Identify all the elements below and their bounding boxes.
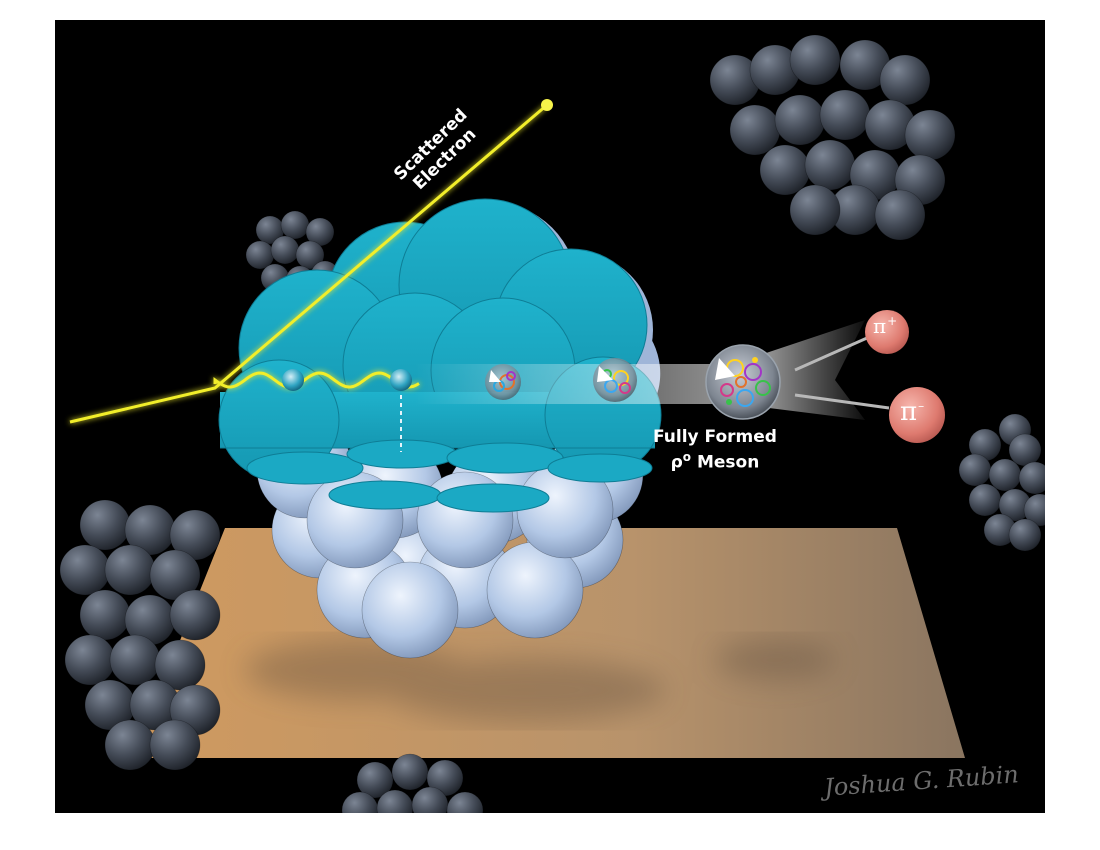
- dark-nucleon: [1008, 433, 1042, 467]
- dark-nucleon: [446, 791, 484, 813]
- rho-meson: [705, 344, 781, 420]
- dark-nucleon: [64, 634, 116, 686]
- dark-nucleon: [79, 589, 131, 641]
- dark-nucleon: [295, 240, 325, 270]
- dark-nucleon: [1018, 461, 1045, 495]
- nucleus-scene: [59, 34, 1045, 813]
- dark-nucleon: [789, 34, 841, 86]
- dark-nucleon: [1023, 493, 1045, 527]
- meson-word: Meson: [696, 452, 760, 473]
- dark-nucleon: [804, 139, 856, 191]
- pion-minus-track: [794, 393, 890, 410]
- dark-nucleon: [104, 719, 156, 771]
- dark-nucleon: [988, 458, 1022, 492]
- hadron-precursor: [390, 369, 412, 391]
- dark-nucleon: [968, 483, 1002, 517]
- dark-nucleon: [819, 89, 871, 141]
- dark-nucleon: [1008, 518, 1042, 552]
- pion-plus-track: [794, 336, 868, 372]
- pion-plus: [865, 310, 909, 354]
- dark-nucleon: [169, 589, 221, 641]
- dark-nucleon: [759, 144, 811, 196]
- electron-path: [69, 99, 553, 424]
- pion-plus-label: π+: [873, 314, 897, 338]
- dark-nucleon: [774, 94, 826, 146]
- dark-nucleon: [280, 210, 310, 240]
- dark-nucleon: [356, 761, 394, 799]
- electron-dot: [541, 99, 553, 111]
- dark-nucleon: [109, 634, 161, 686]
- dark-nucleon: [729, 104, 781, 156]
- pale-nucleon: [361, 561, 459, 659]
- pion-minus-charge: –: [918, 399, 925, 414]
- pion-minus-label: π–: [900, 397, 924, 427]
- dark-nucleon: [104, 544, 156, 596]
- forming-hadron-2: [593, 358, 637, 402]
- forming-hadron-1: [485, 364, 521, 400]
- dark-nucleon: [79, 499, 131, 551]
- meson-trail: [415, 364, 715, 404]
- dark-nucleon: [270, 235, 300, 265]
- pion-minus: [889, 387, 945, 443]
- dark-nucleon: [879, 54, 931, 106]
- meson-label-line1: Fully Formed: [653, 427, 777, 447]
- dark-nucleon: [391, 753, 429, 791]
- meson-label-line2: ρo Meson: [653, 447, 777, 473]
- dark-nucleon: [789, 184, 841, 236]
- meson-label: Fully Formed ρo Meson: [653, 427, 777, 473]
- dark-nucleon: [149, 719, 201, 771]
- pion-plus-charge: +: [887, 314, 898, 329]
- pion-plus-symbol: π: [873, 314, 887, 338]
- dark-nucleon: [874, 189, 926, 241]
- dark-nucleon: [904, 109, 956, 161]
- dark-nucleon: [958, 453, 992, 487]
- pion-minus-symbol: π: [900, 397, 918, 427]
- virtual-photon-wave: [213, 371, 420, 389]
- dark-nucleon: [59, 544, 111, 596]
- background-nucleus-clusters: [59, 34, 1045, 813]
- struck-nucleon: [282, 369, 304, 391]
- illustration-frame: Scattered Electron Fully Formed ρo Meson…: [55, 20, 1045, 813]
- rho-superscript: o: [682, 450, 692, 464]
- rho-symbol: ρ: [670, 452, 683, 473]
